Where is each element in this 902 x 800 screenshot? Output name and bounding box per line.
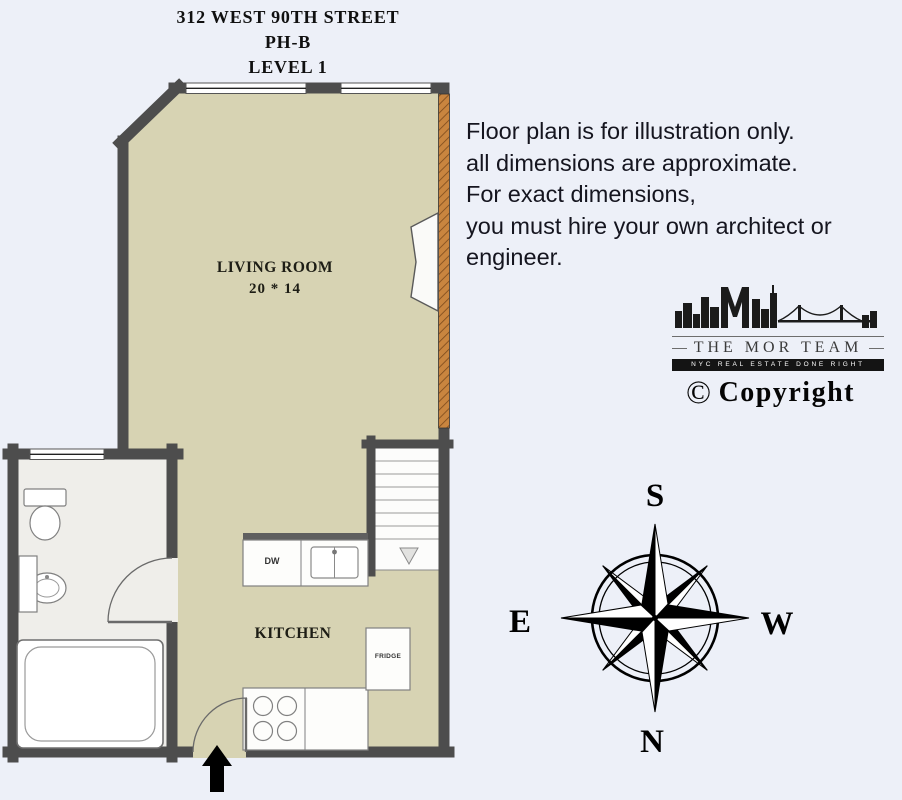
burner bbox=[276, 720, 298, 742]
compass-label-west: W bbox=[760, 606, 794, 642]
living-room-label: LIVING ROOM bbox=[216, 259, 334, 276]
fridge bbox=[365, 627, 411, 691]
entry-arrow-icon bbox=[202, 745, 232, 792]
stove-counter bbox=[242, 687, 369, 751]
floor-plan-drawing bbox=[2, 78, 455, 792]
bathroom-door-arc bbox=[107, 557, 173, 624]
compass-rose bbox=[560, 523, 750, 713]
skyline-logo-graphic bbox=[675, 285, 877, 328]
compass-label-east: E bbox=[508, 604, 531, 640]
bathtub bbox=[16, 639, 164, 749]
kitchen-label: KITCHEN bbox=[254, 625, 332, 642]
logo-name-row: THE MOR TEAM bbox=[672, 336, 884, 357]
level-line: LEVEL 1 bbox=[248, 57, 328, 77]
unit-line: PH-B bbox=[264, 32, 312, 52]
compass-label-south: S bbox=[645, 478, 665, 514]
logo-rule-left bbox=[672, 347, 687, 349]
copyright-text: Copyright bbox=[718, 377, 855, 408]
mor-team-logo: THE MOR TEAM NYC REAL ESTATE DONE RIGHT bbox=[672, 282, 884, 371]
compass-cardinal-points bbox=[560, 523, 750, 713]
logo-rule-right bbox=[869, 347, 884, 349]
address-line: 312 WEST 90TH STREET bbox=[176, 7, 400, 27]
burner bbox=[276, 695, 298, 717]
stairs-down-arrow-icon bbox=[399, 547, 419, 566]
disclaimer-text: Floor plan is for illustration only. all… bbox=[466, 116, 894, 274]
brick-wall bbox=[438, 93, 450, 429]
burner bbox=[252, 695, 274, 717]
compass-label-north: N bbox=[640, 724, 664, 760]
compass-center bbox=[652, 615, 658, 621]
living-room-dimensions: 20 * 14 bbox=[249, 281, 301, 297]
disclaimer-line: all dimensions are approximate. bbox=[466, 149, 798, 176]
fridge-label: FRIDGE bbox=[374, 653, 402, 660]
disclaimer-line: you must hire your own architect or engi… bbox=[466, 212, 832, 271]
disclaimer-line: Floor plan is for illustration only. bbox=[466, 118, 795, 144]
copyright-icon: © bbox=[686, 375, 713, 411]
logo-tagline: NYC REAL ESTATE DONE RIGHT bbox=[672, 359, 884, 371]
toilet bbox=[23, 488, 67, 541]
dishwasher-label: DW bbox=[264, 556, 280, 566]
burner bbox=[252, 720, 274, 742]
stairs-walls bbox=[361, 435, 454, 577]
copyright-notice: ©Copyright bbox=[686, 375, 896, 412]
kitchen-counter bbox=[242, 533, 369, 587]
staircase bbox=[370, 442, 445, 571]
windows bbox=[29, 82, 432, 460]
bathroom-shelf bbox=[18, 555, 38, 613]
wall-niche bbox=[410, 211, 439, 313]
team-name: THE MOR TEAM bbox=[693, 339, 863, 356]
entry-door-arc bbox=[192, 697, 248, 753]
disclaimer-line: For exact dimensions, bbox=[466, 181, 696, 207]
page-title: 312 WEST 90TH STREET PH-B LEVEL 1 bbox=[128, 5, 448, 80]
bathroom-door-gap bbox=[166, 558, 178, 622]
